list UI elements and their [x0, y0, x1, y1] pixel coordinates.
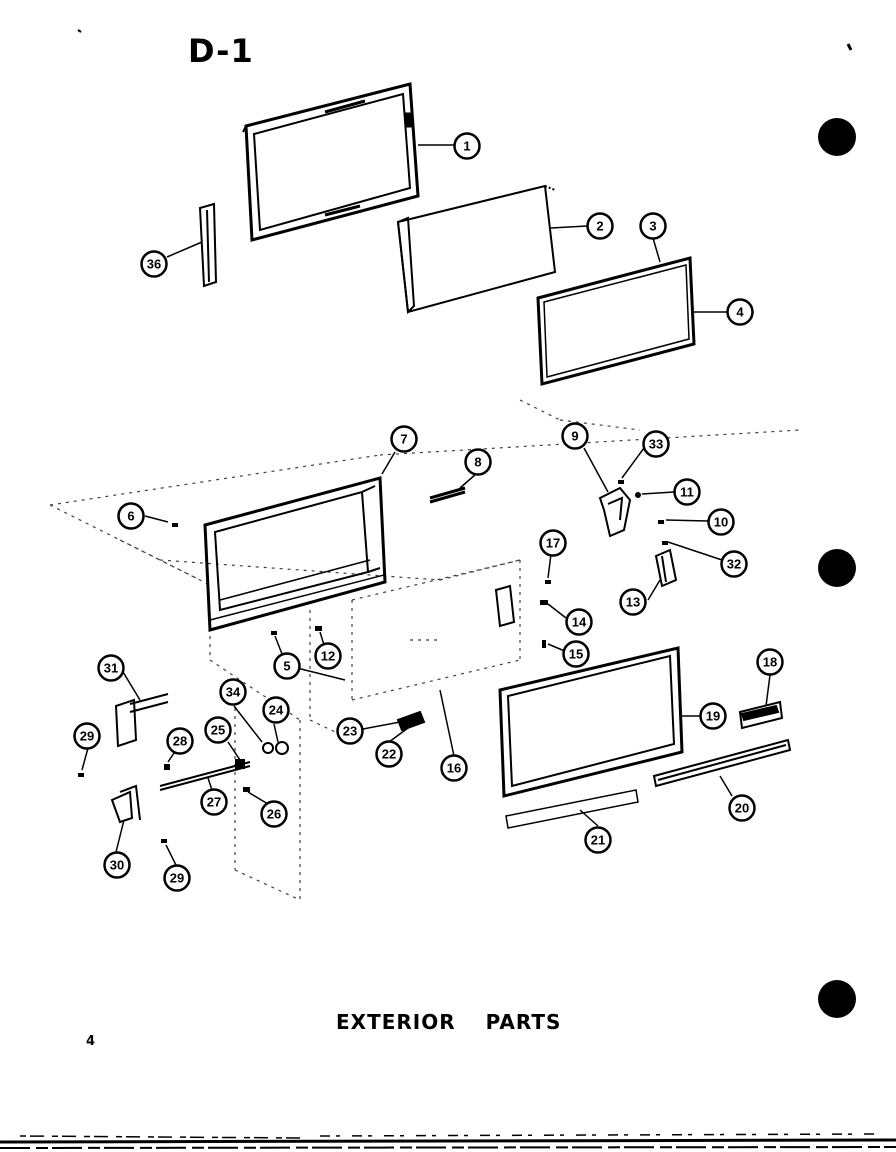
callout-32: 32: [727, 557, 741, 572]
assembly-dashed-lines: [49, 399, 801, 901]
small-fasteners: [78, 480, 668, 843]
callout-26: 26: [267, 807, 281, 822]
callout-29-bottom: 29: [170, 871, 184, 886]
part-8-bracket: [429, 486, 466, 504]
callout-11: 11: [680, 485, 694, 500]
callout-9: 9: [571, 429, 578, 444]
callout-13: 13: [626, 595, 640, 610]
diagram-caption: EXTERIOR PARTS: [336, 1010, 562, 1034]
page-number: 4: [86, 1034, 96, 1049]
part-2-filter: [396, 184, 557, 315]
callout-6: 6: [127, 509, 134, 524]
part-21-bottom-strip: [505, 789, 639, 829]
part-19-lower-panel: [498, 646, 684, 798]
callout-circles: [73, 132, 784, 892]
page-code: D-1: [188, 32, 254, 70]
callout-17: 17: [546, 536, 560, 551]
callout-8: 8: [474, 455, 481, 470]
part-13-clip: [654, 548, 678, 588]
callout-25: 25: [211, 723, 225, 738]
callout-12: 12: [321, 649, 335, 664]
leader-lines: [81, 144, 771, 866]
part-27-shaft: [159, 741, 289, 791]
callout-4: 4: [736, 305, 744, 320]
callout-1: 1: [463, 139, 470, 154]
callout-30: 30: [110, 858, 124, 873]
part-36-side-strip: [198, 202, 218, 288]
part-9-control-knob: [598, 486, 632, 538]
part-30-bracket: [110, 784, 141, 824]
callout-31: 31: [104, 661, 118, 676]
part-22-spring: [396, 710, 426, 732]
callout-28: 28: [173, 734, 187, 749]
callout-3: 3: [649, 219, 656, 234]
callout-16: 16: [447, 761, 461, 776]
punch-hole-top: [818, 118, 856, 156]
part-31-bracket: [114, 693, 169, 748]
callout-18: 18: [763, 655, 777, 670]
callout-2: 2: [596, 219, 603, 234]
scan-edge-noise: [0, 1133, 896, 1149]
punch-hole-middle: [818, 549, 856, 587]
callout-21: 21: [591, 833, 605, 848]
part-16-housing: [494, 584, 516, 628]
callout-22: 22: [382, 747, 396, 762]
callout-15: 15: [569, 647, 583, 662]
punch-hole-bottom: [818, 980, 856, 1018]
callout-19: 19: [706, 709, 720, 724]
part-7-front-frame: [203, 476, 387, 632]
callout-36: 36: [147, 257, 161, 272]
callout-numbers: 1 2 3 4 36 7 8 6 9 33 11 10 32 17 13 14 …: [80, 139, 777, 886]
callout-33: 33: [649, 437, 663, 452]
callout-14: 14: [572, 615, 587, 630]
part-1-top-frame: [242, 82, 420, 242]
callout-29-left: 29: [80, 729, 94, 744]
callout-23: 23: [343, 724, 357, 739]
callout-27: 27: [207, 795, 221, 810]
callout-24: 24: [269, 703, 284, 718]
callout-20: 20: [735, 801, 749, 816]
callout-34: 34: [226, 685, 241, 700]
part-4-front-panel: [536, 256, 696, 386]
part-20-rail: [652, 738, 792, 788]
part-18-knob-cap: [738, 700, 784, 730]
callout-7: 7: [400, 432, 407, 447]
callout-5: 5: [283, 659, 290, 674]
callout-10: 10: [714, 515, 728, 530]
